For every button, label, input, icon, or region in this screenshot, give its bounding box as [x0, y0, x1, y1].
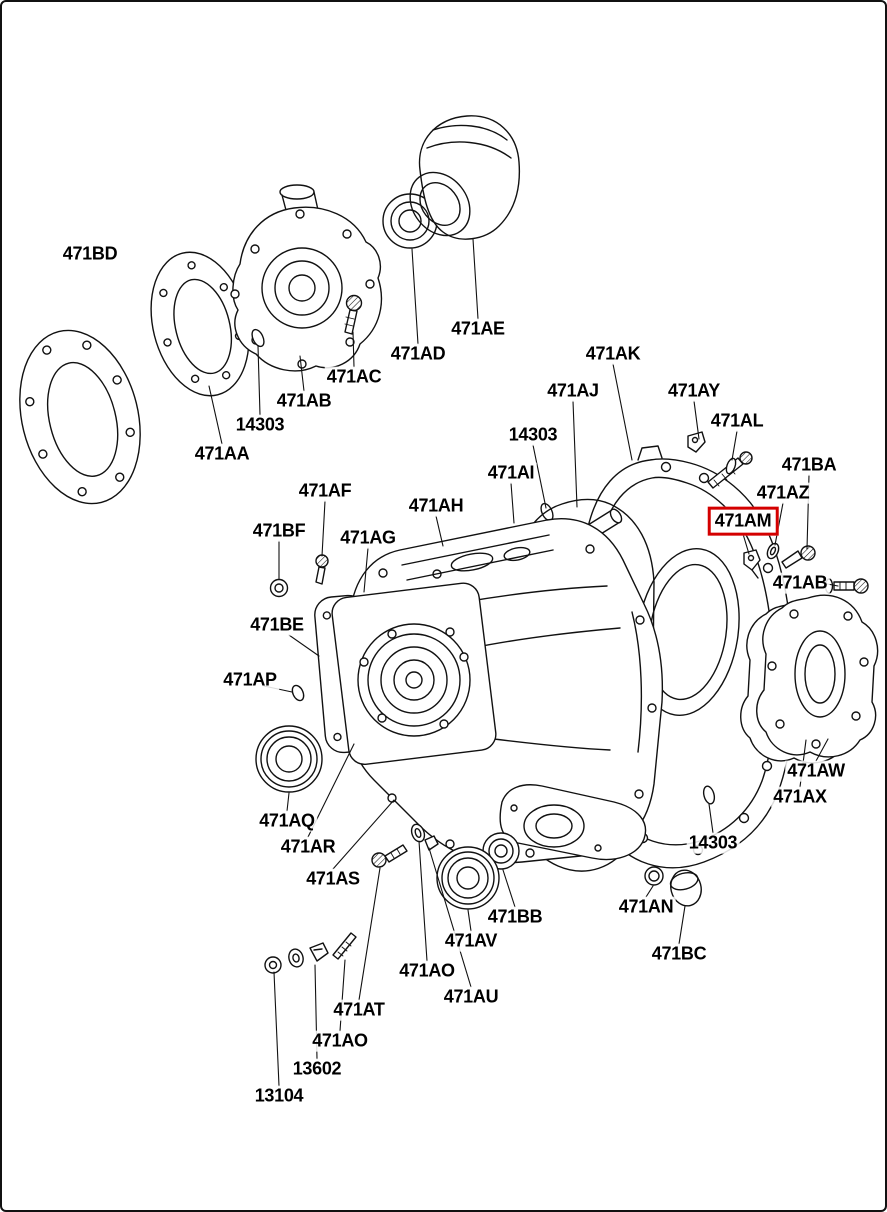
- part-label-471af-15[interactable]: 471AF: [296, 480, 354, 502]
- part-label-471ap-22[interactable]: 471AP: [221, 669, 279, 691]
- part-label-471ad-2[interactable]: 471AD: [388, 343, 448, 365]
- part-label-471aq-25[interactable]: 471AQ: [257, 810, 317, 832]
- part-label-471ar-26[interactable]: 471AR: [278, 836, 338, 858]
- part-label-471ab-4[interactable]: 471AB: [274, 390, 334, 412]
- part-drawing-471av: [436, 846, 500, 910]
- part-drawing-471ba: [781, 545, 816, 569]
- part-drawing-14303-right: [702, 785, 716, 805]
- part-drawing-stud-bolt: [332, 932, 357, 960]
- part-drawing-471an: [644, 866, 664, 886]
- part-label-471bb-30[interactable]: 471BB: [485, 906, 545, 928]
- part-drawing-13602: [288, 948, 304, 968]
- part-drawing-471bf: [269, 578, 289, 598]
- part-drawing-471aw-471ax: [740, 594, 879, 764]
- part-drawing-471al: [725, 457, 737, 475]
- part-label-14303-27[interactable]: 14303: [686, 832, 740, 854]
- part-drawing-471bd: [19, 329, 141, 505]
- part-label-471ai-13[interactable]: 471AI: [485, 462, 537, 484]
- part-label-13602-37[interactable]: 13602: [290, 1058, 344, 1080]
- part-label-471bd-0[interactable]: 471BD: [60, 243, 120, 265]
- part-label-471ae-1[interactable]: 471AE: [449, 318, 507, 340]
- part-drawing-471ab-housing: [230, 184, 383, 372]
- part-label-471am-17[interactable]: 471AM: [707, 506, 779, 536]
- part-drawing-471ae: [409, 115, 521, 240]
- part-drawing-471ag: [331, 582, 497, 766]
- part-label-471al-10[interactable]: 471AL: [708, 410, 766, 432]
- part-drawing-471bc: [669, 869, 702, 907]
- part-label-471bc-32[interactable]: 471BC: [649, 943, 709, 965]
- part-drawing-471aq: [255, 725, 323, 793]
- part-label-471ay-9[interactable]: 471AY: [666, 380, 722, 402]
- part-label-471ab-20[interactable]: 471AB: [770, 572, 830, 594]
- part-label-471bf-18[interactable]: 471BF: [250, 520, 308, 542]
- part-drawing-471ac: [344, 294, 363, 335]
- part-label-471at-35[interactable]: 471AT: [331, 999, 387, 1021]
- part-drawing-471au: [424, 835, 439, 851]
- part-drawing-471ao-washer: [410, 823, 426, 843]
- part-label-14303-5[interactable]: 14303: [233, 414, 287, 436]
- part-label-471ba-12[interactable]: 471BA: [779, 454, 839, 476]
- part-label-471aw-23[interactable]: 471AW: [785, 760, 847, 782]
- part-label-471az-14[interactable]: 471AZ: [754, 482, 812, 504]
- part-label-471ao-33[interactable]: 471AO: [397, 960, 457, 982]
- leader-lines: [208, 238, 839, 1087]
- part-label-471aa-6[interactable]: 471AA: [192, 443, 252, 465]
- part-drawing-471at: [371, 844, 408, 868]
- part-label-13104-38[interactable]: 13104: [252, 1085, 306, 1107]
- part-label-471an-29[interactable]: 471AN: [616, 896, 676, 918]
- part-drawing-471am: [743, 549, 761, 579]
- part-label-471ax-24[interactable]: 471AX: [771, 786, 829, 808]
- part-label-471av-31[interactable]: 471AV: [442, 930, 500, 952]
- part-drawing-471ap: [291, 684, 305, 702]
- part-label-471au-34[interactable]: 471AU: [441, 986, 501, 1008]
- part-label-471aj-8[interactable]: 471AJ: [545, 380, 601, 402]
- part-label-471ag-19[interactable]: 471AG: [338, 527, 398, 549]
- part-label-471ao-36[interactable]: 471AO: [310, 1030, 370, 1052]
- part-drawing-14303-left: [251, 328, 265, 348]
- part-drawing-13104: [264, 956, 282, 974]
- part-label-471ah-16[interactable]: 471AH: [406, 495, 466, 517]
- part-label-471ak-7[interactable]: 471AK: [583, 343, 643, 365]
- part-label-471ac-3[interactable]: 471AC: [324, 366, 384, 388]
- part-drawing-471ao-clip: [309, 942, 329, 962]
- part-label-471be-21[interactable]: 471BE: [248, 614, 306, 636]
- part-label-471as-28[interactable]: 471AS: [304, 868, 362, 890]
- part-label-14303-11[interactable]: 14303: [506, 424, 560, 446]
- part-drawing-471az: [766, 542, 780, 560]
